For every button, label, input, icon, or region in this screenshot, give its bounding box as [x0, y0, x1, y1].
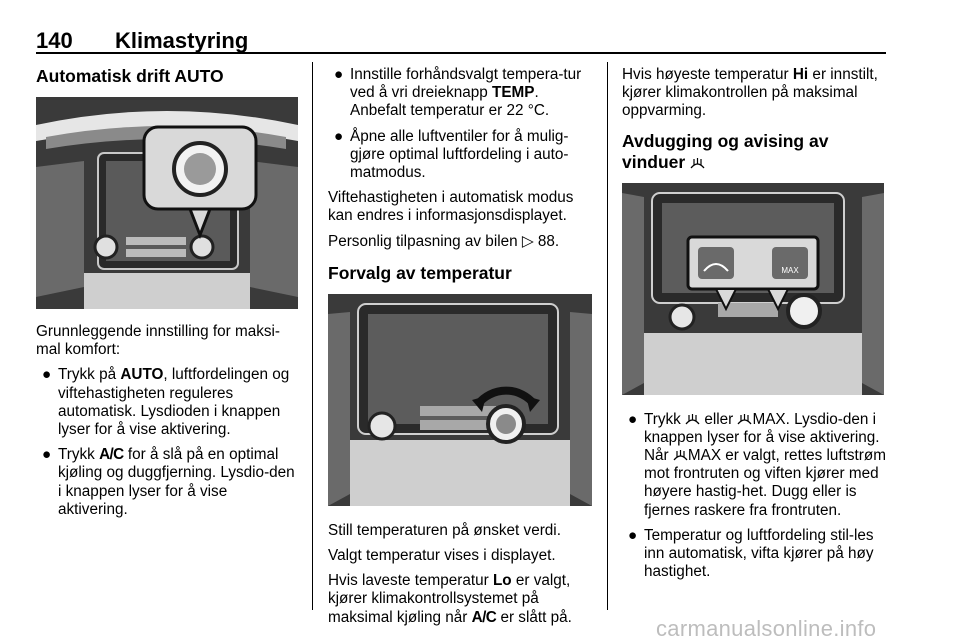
- temperature-knob-illustration: [328, 293, 592, 506]
- page-number: 140: [36, 28, 73, 53]
- page-reference-link[interactable]: 88.: [537, 232, 560, 250]
- defrost-icon: [673, 450, 688, 461]
- header-rule: [36, 52, 886, 54]
- bullet-auto-settings: ● Temperatur og luftfordeling stil-les i…: [628, 526, 874, 581]
- chapter-title: Klimastyring: [115, 28, 249, 53]
- figure-temp-knob: [328, 293, 592, 506]
- defrost-buttons-illustration: MAX: [622, 182, 884, 395]
- bullet-dot: ●: [334, 127, 344, 145]
- max-button-label: MAX: [781, 266, 799, 275]
- defrost-icon: [737, 413, 752, 425]
- page-reference-icon: ▷: [521, 232, 534, 250]
- intro-paragraph: Grunnleggende innstilling for maksi-mal …: [36, 323, 281, 359]
- section-heading-temperature: Forvalg av temperatur: [328, 262, 512, 283]
- hi-paragraph: Hvis høyeste temperatur Hi er innstilt, …: [622, 66, 878, 120]
- dashboard-illustration: [36, 97, 298, 309]
- bullet-dot: ●: [628, 410, 638, 428]
- bullet-temp: ● Innstille forhåndsvalgt tempera-tur ve…: [334, 66, 582, 120]
- bullet-dot: ●: [334, 66, 344, 83]
- column-divider-2: [607, 62, 608, 610]
- bullet-defrost: ● Trykk eller MAX. Lysdio-den i knappen …: [628, 410, 886, 519]
- bullet-dot: ●: [42, 366, 52, 384]
- defrost-icon: [690, 157, 705, 169]
- bullet-auto: ● Trykk på AUTO, luftfordelingen og vift…: [42, 366, 290, 439]
- column-3: Hvis høyeste temperatur Hi er innstilt, …: [622, 66, 886, 588]
- fan-speed-paragraph: Viftehastigheten i automatisk modus kan …: [328, 189, 574, 225]
- page-header: 140 Klimastyring: [36, 28, 886, 54]
- display-paragraph: Valgt temperatur vises i displayet.: [328, 547, 556, 565]
- section-heading-defrost: Avdugging og avising av vinduer: [622, 130, 829, 172]
- personalisation-paragraph: Personlig tilpasning av bilen ▷ 88.: [328, 232, 560, 250]
- set-temperature-paragraph: Still temperaturen på ønsket verdi.: [328, 521, 561, 539]
- bullet-dot: ●: [628, 526, 638, 544]
- figure-defrost-buttons: MAX: [622, 182, 884, 395]
- column-divider-1: [312, 62, 313, 610]
- column-2: ● Innstille forhåndsvalgt tempera-tur ve…: [328, 66, 594, 634]
- bullet-vents: ● Åpne alle luftventiler for å mulig-gjø…: [334, 127, 569, 182]
- defrost-icon: [685, 413, 700, 425]
- section-heading-auto: Automatisk drift AUTO: [36, 66, 224, 86]
- lo-paragraph: Hvis laveste temperatur Lo er valgt, kjø…: [328, 572, 572, 626]
- column-1: Automatisk drift AUTO Grunnleggende inns…: [36, 66, 300, 526]
- bullet-dot: ●: [42, 446, 52, 464]
- bullet-ac: ● Trykk A/C for å slå på en optimal kjøl…: [42, 446, 295, 518]
- watermark: carmanualsonline.info: [656, 616, 877, 641]
- figure-auto-button: [36, 97, 298, 309]
